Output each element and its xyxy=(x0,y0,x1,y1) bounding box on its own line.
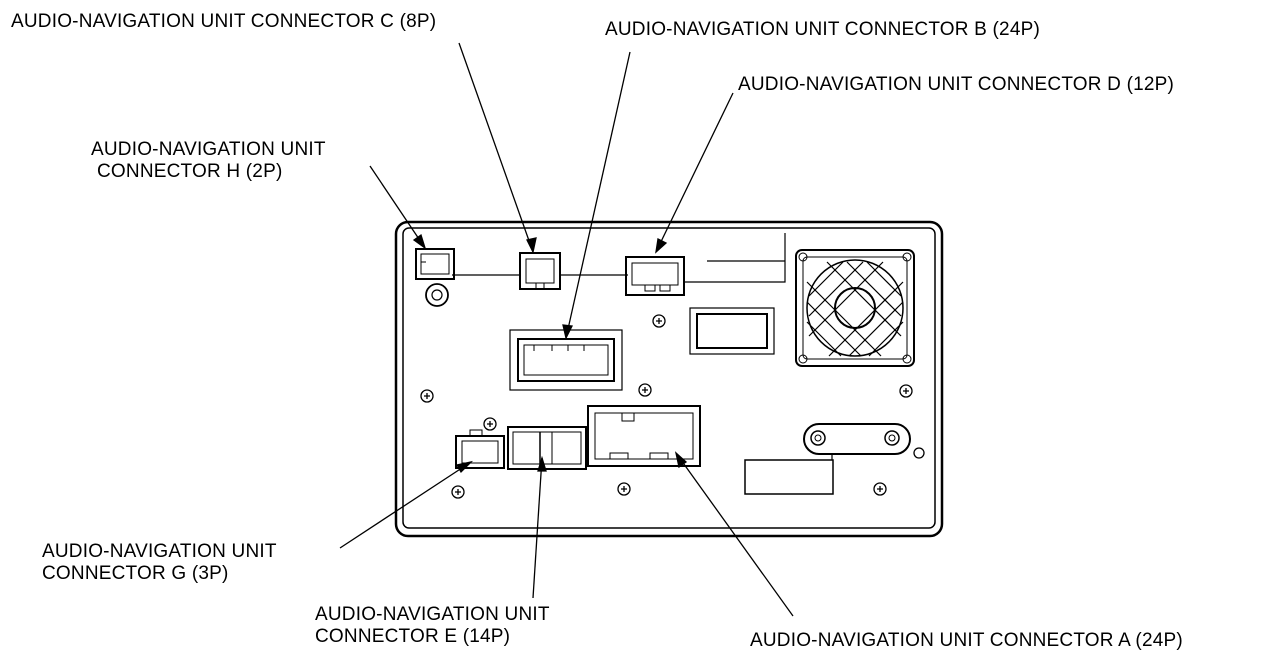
unit-rear-panel xyxy=(402,227,936,529)
label-connector-h-line1: AUDIO-NAVIGATION UNIT xyxy=(91,139,326,160)
leader-a xyxy=(675,452,794,617)
screw-h xyxy=(425,283,449,307)
unit-housing-outer xyxy=(394,220,944,538)
leader-e xyxy=(532,457,543,599)
label-connector-a: AUDIO-NAVIGATION UNIT CONNECTOR A (24P) xyxy=(750,630,1183,652)
leader-d xyxy=(655,92,734,253)
connector-h xyxy=(415,248,455,280)
label-connector-d-text: AUDIO-NAVIGATION UNIT CONNECTOR D (12P) xyxy=(738,74,1175,95)
connector-g xyxy=(455,429,505,469)
label-connector-e-line2: CONNECTOR E (14P) xyxy=(315,626,511,647)
leader-g xyxy=(339,461,472,549)
connector-c xyxy=(519,252,561,290)
leader-lines xyxy=(339,42,794,617)
label-connector-g-line2: CONNECTOR G (3P) xyxy=(42,563,229,584)
connector-a xyxy=(587,405,701,467)
leader-b xyxy=(565,51,631,339)
leader-h xyxy=(369,165,426,249)
label-connector-d: AUDIO-NAVIGATION UNIT CONNECTOR D (12P) xyxy=(738,74,1174,96)
connector-e xyxy=(507,426,587,470)
label-connector-a-text: AUDIO-NAVIGATION UNIT CONNECTOR A (24P) xyxy=(750,630,1183,651)
label-connector-e-line1: AUDIO-NAVIGATION UNIT xyxy=(315,604,550,625)
leader-c xyxy=(458,42,534,253)
label-connector-e: AUDIO-NAVIGATION UNIT CONNECTOR E (14P) xyxy=(315,604,550,648)
label-connector-b: AUDIO-NAVIGATION UNIT CONNECTOR B (24P) xyxy=(605,19,1040,41)
label-connector-h: AUDIO-NAVIGATION UNIT CONNECTOR H (2P) xyxy=(91,139,326,183)
ground-plate xyxy=(803,423,911,455)
screws xyxy=(420,314,925,499)
label-sticker xyxy=(744,459,834,495)
connector-d xyxy=(625,256,685,296)
label-window xyxy=(689,307,775,355)
label-connector-g: AUDIO-NAVIGATION UNIT CONNECTOR G (3P) xyxy=(42,541,277,585)
cooling-fan xyxy=(795,249,915,367)
label-connector-h-line2: CONNECTOR H (2P) xyxy=(97,161,283,182)
label-connector-c-text: AUDIO-NAVIGATION UNIT CONNECTOR C (8P) xyxy=(11,11,437,32)
label-connector-g-line1: AUDIO-NAVIGATION UNIT xyxy=(42,541,277,562)
label-connector-b-text: AUDIO-NAVIGATION UNIT CONNECTOR B (24P) xyxy=(605,19,1040,40)
label-connector-c: AUDIO-NAVIGATION UNIT CONNECTOR C (8P) xyxy=(11,11,436,33)
